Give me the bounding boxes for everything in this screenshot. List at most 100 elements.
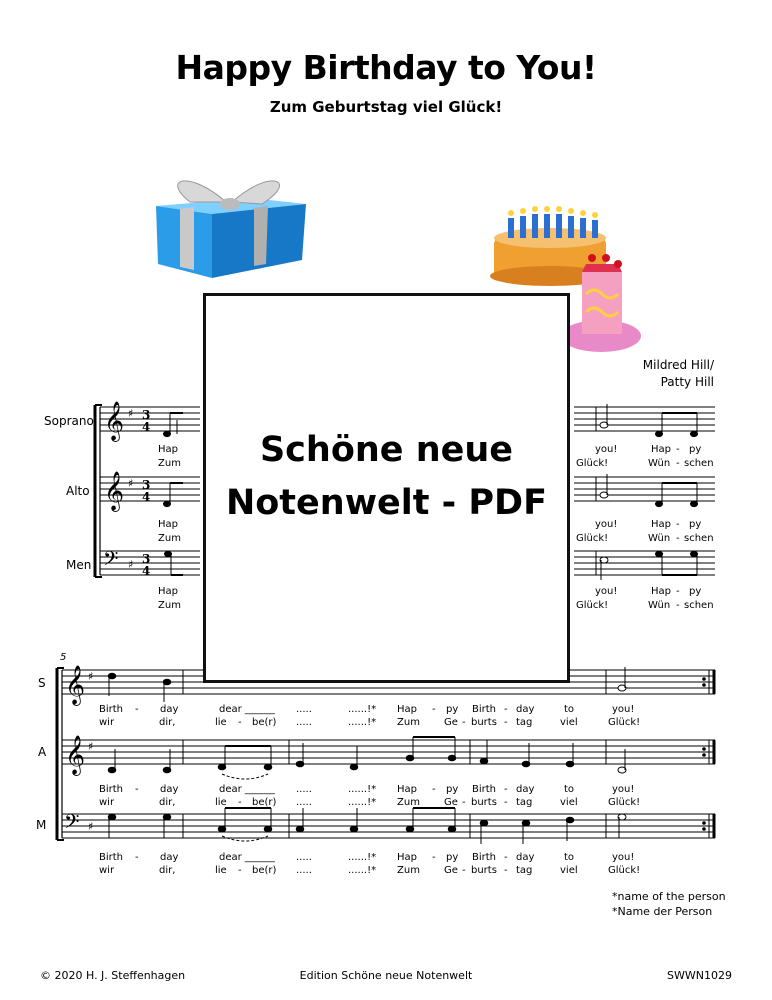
lyric: dir, [159, 797, 176, 808]
svg-text:♯: ♯ [88, 820, 93, 833]
svg-text:♯: ♯ [88, 740, 93, 753]
lyric: ..... [296, 784, 312, 795]
lyric: ..... [296, 865, 312, 876]
lyric: Birth [99, 784, 124, 795]
lyric: schen [684, 533, 714, 544]
lyric: dir, [159, 717, 176, 728]
voice-label-alto: Alto [66, 484, 90, 498]
composer-line-2: Patty Hill [660, 375, 714, 389]
lyric: - [504, 784, 508, 795]
lyric: - [432, 784, 436, 795]
lyric: viel [560, 865, 578, 876]
lyric: burts [471, 865, 497, 876]
lyric: - [676, 458, 680, 469]
lyric: - [462, 797, 466, 808]
lyric: - [676, 533, 680, 544]
lyric: py [446, 704, 459, 715]
lyric: - [504, 797, 508, 808]
lyric: Hap [397, 704, 417, 715]
lyric: ......!* [348, 865, 377, 876]
lyric: - [135, 784, 139, 795]
lyric: lie [215, 865, 227, 876]
lyric: burts [471, 717, 497, 728]
lyric: Birth [472, 784, 497, 795]
lyric: tag [516, 865, 533, 876]
lyric: - [504, 852, 508, 863]
lyric: py [689, 586, 702, 597]
lyric: day [160, 704, 179, 715]
footer-code: SWWN1029 [667, 969, 732, 982]
svg-text:3: 3 [142, 552, 150, 566]
footnote-en: *name of the person [612, 890, 726, 903]
lyric: Hap [158, 519, 178, 530]
svg-text:3: 3 [142, 408, 150, 422]
lyric: Birth [472, 704, 497, 715]
lyric: - [432, 704, 436, 715]
lyric: ..... [296, 852, 312, 863]
lyric: to [564, 784, 575, 795]
lyric: viel [560, 717, 578, 728]
svg-text:4: 4 [142, 420, 150, 434]
lyric: Zum [397, 865, 420, 876]
lyric: wir [99, 717, 115, 728]
lyric: tag [516, 717, 533, 728]
voice-label-men: Men [66, 558, 92, 572]
svg-text:𝄞: 𝄞 [65, 735, 85, 776]
lyric: - [676, 586, 680, 597]
lyric: schen [684, 458, 714, 469]
lyric: - [676, 444, 680, 455]
lyric: Glück! [576, 533, 609, 544]
lyric: - [676, 519, 680, 530]
lyric: Hap [397, 852, 417, 863]
lyric: to [564, 852, 575, 863]
lyric: dear ______ [219, 852, 275, 863]
lyric: burts [471, 797, 497, 808]
lyric: Glück! [608, 797, 641, 808]
svg-text:𝄢: 𝄢 [103, 547, 118, 575]
lyric: you! [612, 852, 635, 863]
lyric: py [689, 444, 702, 455]
watermark-text: Schöne neue Notenwelt - PDF [206, 424, 567, 530]
lyric: day [160, 852, 179, 863]
lyric: Hap [158, 586, 178, 597]
lyric: dir, [159, 865, 176, 876]
lyric: Zum [158, 458, 181, 469]
lyric: - [238, 797, 242, 808]
svg-text:4: 4 [142, 490, 150, 504]
watermark-box: Schöne neue Notenwelt - PDF [203, 293, 570, 683]
lyric: be(r) [252, 797, 277, 808]
lyric: - [462, 865, 466, 876]
lyric: - [504, 865, 508, 876]
lyric: Birth [472, 852, 497, 863]
svg-text:𝄞: 𝄞 [65, 665, 85, 706]
lyric: tag [516, 797, 533, 808]
cake-icon [490, 206, 641, 352]
lyric: Zum [397, 797, 420, 808]
lyric: lie [215, 717, 227, 728]
composer-line-1: Mildred Hill/ [642, 358, 714, 372]
lyric: schen [684, 600, 714, 611]
lyric: Hap [651, 519, 671, 530]
svg-text:♯: ♯ [128, 558, 133, 571]
lyric: py [446, 784, 459, 795]
lyric: you! [612, 784, 635, 795]
svg-text:♯: ♯ [128, 477, 133, 490]
lyric: Glück! [608, 865, 641, 876]
lyric: Glück! [576, 600, 609, 611]
voice-label-soprano: Soprano [44, 414, 94, 428]
lyric: day [160, 784, 179, 795]
lyric: - [238, 865, 242, 876]
lyric: Zum [158, 533, 181, 544]
lyric: wir [99, 797, 115, 808]
svg-text:4: 4 [142, 564, 150, 578]
watermark-line-1: Schöne neue [259, 430, 514, 470]
footer-edition: Edition Schöne neue Notenwelt [299, 969, 473, 982]
lyric: to [564, 704, 575, 715]
lyric: dear ______ [219, 704, 275, 715]
gift-icon [156, 180, 306, 278]
lyric: Zum [397, 717, 420, 728]
lyric: - [504, 717, 508, 728]
lyric: Zum [158, 600, 181, 611]
lyric: Birth [99, 852, 124, 863]
